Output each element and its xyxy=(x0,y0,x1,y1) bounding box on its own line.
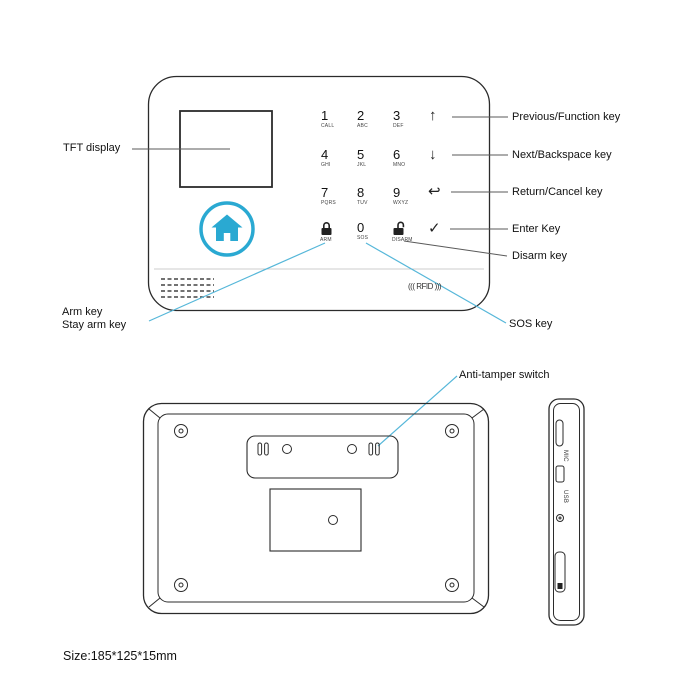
bracket-hole-right xyxy=(347,444,357,454)
label-arm-key: Arm key xyxy=(62,306,103,318)
side-inner-outline xyxy=(553,403,580,621)
back-outline xyxy=(142,402,490,615)
down-arrow-key: ↓ xyxy=(429,146,437,163)
key-digit: 5 xyxy=(357,147,365,162)
leader-lines-blue xyxy=(148,242,507,447)
key-digit: 7 xyxy=(321,185,329,200)
key-digit: 8 xyxy=(357,185,365,200)
back-center-plate xyxy=(269,488,362,552)
key-sub: ARM xyxy=(320,237,332,243)
back-corner-mark-bl xyxy=(148,597,161,608)
side-label-usb: USB xyxy=(562,490,568,504)
key-digit: 6 xyxy=(393,147,401,162)
key-sub: SOS xyxy=(357,235,369,241)
key-arm: ARM xyxy=(320,221,354,243)
key-5: 5 JKL xyxy=(357,148,391,168)
back-corner-mark-br xyxy=(471,597,485,608)
home-icon xyxy=(211,214,243,241)
label-tft-display: TFT display xyxy=(63,142,121,154)
center-plate-hole xyxy=(328,515,338,525)
key-sub: PQRS xyxy=(321,200,336,206)
key-0-sos: 0 SOS xyxy=(357,221,391,241)
mounting-bracket xyxy=(246,435,399,479)
mic-hole xyxy=(556,514,564,522)
key-1: 1 CALL xyxy=(321,109,355,129)
usb-port xyxy=(555,465,565,483)
key-sub: MNO xyxy=(393,162,406,168)
key-2: 2 ABC xyxy=(357,109,391,129)
label-disarm-key: Disarm key xyxy=(512,250,568,262)
lock-open-icon xyxy=(392,221,426,236)
side-outline xyxy=(548,398,585,626)
key-4: 4 GHI xyxy=(321,148,355,168)
label-return-key: Return/Cancel key xyxy=(512,186,603,198)
bracket-slots-left xyxy=(257,442,269,456)
leader-arm xyxy=(148,242,326,322)
screws xyxy=(174,424,459,592)
key-sub: TUV xyxy=(357,200,368,206)
back-inner-outline xyxy=(157,413,475,603)
back-view xyxy=(142,402,490,615)
key-9: 9 WXYZ xyxy=(393,186,427,206)
key-6: 6 MNO xyxy=(393,148,427,168)
mic-hole-center xyxy=(558,516,562,520)
side-top-slot xyxy=(555,419,564,447)
bracket-hole-left xyxy=(282,444,292,454)
size-caption: Size:185*125*15mm xyxy=(63,649,177,663)
back-corner-mark-tr xyxy=(471,408,485,419)
back-corner-mark-tl xyxy=(148,408,161,419)
side-bottom-slot xyxy=(554,551,566,593)
key-digit: 0 xyxy=(357,220,365,235)
key-7: 7 PQRS xyxy=(321,186,355,206)
key-digit: 3 xyxy=(393,108,401,123)
key-sub: JKL xyxy=(357,162,367,168)
side-view xyxy=(548,398,585,626)
key-8: 8 TUV xyxy=(357,186,391,206)
key-disarm: DISARM xyxy=(392,221,426,243)
leader-disarm xyxy=(403,240,508,257)
speaker-grille xyxy=(161,278,214,298)
key-sub: ABC xyxy=(357,123,368,129)
leader-lines-gray xyxy=(132,116,508,257)
rfid-marking: ((( RFID ))) xyxy=(408,282,442,291)
key-digit: 1 xyxy=(321,108,329,123)
anti-tamper-switch xyxy=(368,442,380,456)
key-3: 3 DEF xyxy=(393,109,427,129)
leader-sos xyxy=(365,242,507,324)
key-digit: 9 xyxy=(393,185,401,200)
label-anti-tamper: Anti-tamper switch xyxy=(459,369,550,381)
side-slot-icon xyxy=(557,583,563,589)
key-sub: WXYZ xyxy=(393,200,409,206)
enter-check-key: ✓ xyxy=(428,220,441,237)
key-digit: 2 xyxy=(357,108,365,123)
key-sub: GHI xyxy=(321,162,331,168)
key-sub: CALL xyxy=(321,123,335,129)
up-arrow-key: ↑ xyxy=(429,107,437,124)
key-digit: 4 xyxy=(321,147,329,162)
side-label-mic: MIC xyxy=(562,450,568,462)
key-sub: DEF xyxy=(393,123,404,129)
return-arrow-key: ↩ xyxy=(428,183,441,200)
key-sub: DISARM xyxy=(392,237,413,243)
leader-anti-tamper xyxy=(377,375,458,447)
label-stay-arm-key: Stay arm key xyxy=(62,319,127,331)
lock-closed-icon xyxy=(320,221,354,236)
label-sos-key: SOS key xyxy=(509,318,553,330)
label-enter-key: Enter Key xyxy=(512,223,561,235)
label-previous-key: Previous/Function key xyxy=(512,111,621,123)
label-next-key: Next/Backspace key xyxy=(512,149,612,161)
